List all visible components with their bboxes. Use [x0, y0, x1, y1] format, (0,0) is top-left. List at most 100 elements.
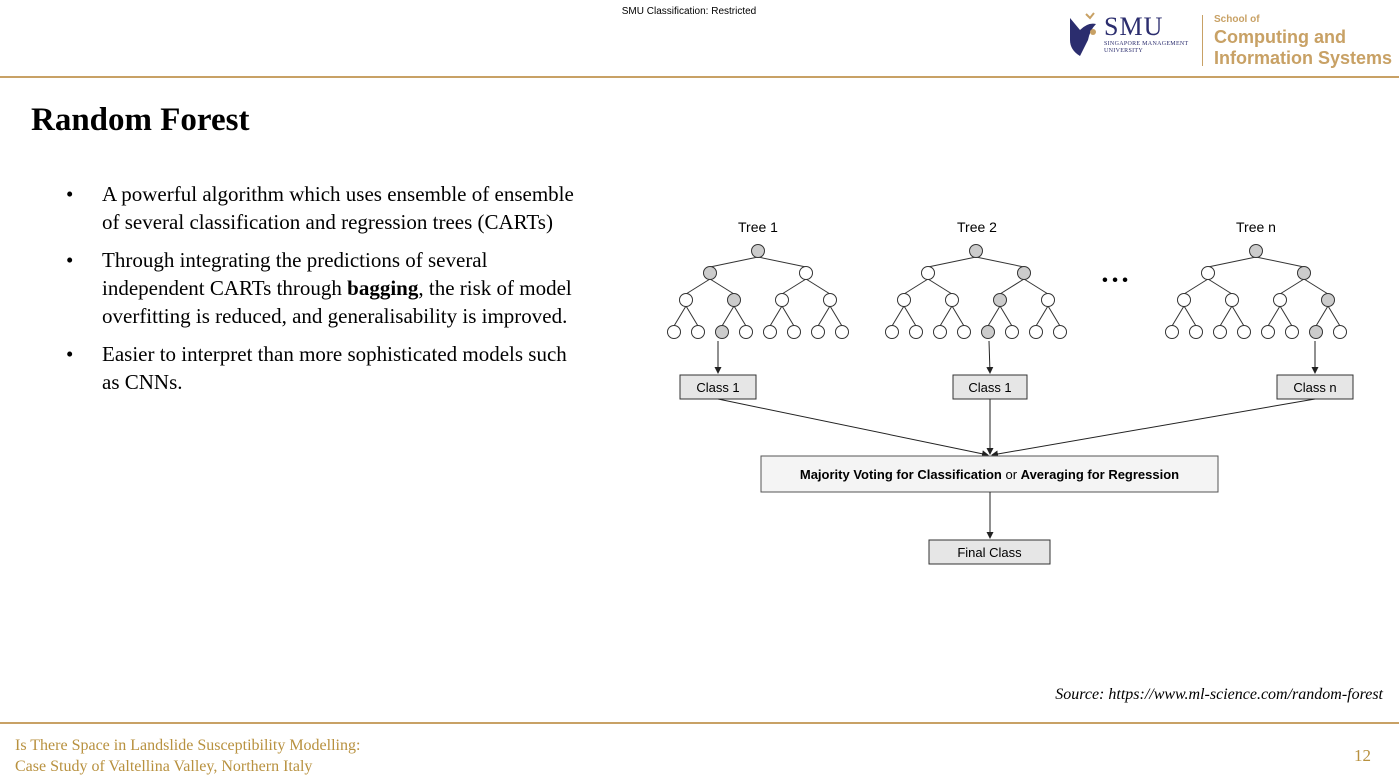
smu-subtitle-line1: SINGAPORE MANAGEMENT: [1104, 41, 1189, 47]
page-number: 12: [1354, 746, 1371, 765]
tree-leaf-node: [739, 325, 753, 339]
tree-leaf-node: [691, 325, 705, 339]
tree-edge: [817, 305, 831, 327]
tree-leaf-node: [1285, 325, 1299, 339]
tree-leaf-node: [885, 325, 899, 339]
tree-edge: [781, 305, 795, 327]
tree-group: [667, 244, 1347, 339]
tree-edge: [927, 256, 977, 268]
bullet-dot: •: [66, 342, 74, 366]
tree-edge: [1047, 305, 1061, 327]
tree-node: [823, 293, 837, 307]
tree-edge: [685, 305, 699, 327]
bullet-text: Easier to interpret than more sophistica…: [102, 342, 567, 394]
tree1-label: Tree 1: [738, 219, 778, 235]
tree-node: [1297, 266, 1311, 280]
tree-leaf-node: [1005, 325, 1019, 339]
final-class-label: Final Class: [957, 545, 1022, 560]
tree-edge: [1035, 305, 1049, 327]
tree-edge: [891, 305, 905, 327]
ellipsis: • • •: [1102, 272, 1128, 289]
bullet-text: A powerful algorithm which uses ensemble…: [102, 182, 574, 234]
footer-title-line2: Case Study of Valtellina Valley, Norther…: [15, 758, 313, 775]
tree-edge: [1207, 278, 1233, 295]
tree-edge: [733, 305, 747, 327]
class2-label: Class 1: [968, 380, 1011, 395]
tree-node: [1321, 293, 1335, 307]
tree-leaf-node: [981, 325, 995, 339]
tree-leaf-node: [811, 325, 825, 339]
bullet-item: • Easier to interpret than more sophisti…: [66, 340, 576, 396]
tree-node: [727, 293, 741, 307]
voting-label-part2: Averaging for Regression: [1021, 467, 1180, 482]
tree-root-node: [969, 244, 983, 258]
bullet-bold-term: bagging: [347, 276, 419, 300]
voting-label: Majority Voting for Classification or Av…: [800, 467, 1179, 482]
classn-label: Class n: [1293, 380, 1336, 395]
tree-leaf-node: [1333, 325, 1347, 339]
tree-edge: [769, 305, 783, 327]
classn-box: [1276, 374, 1354, 400]
tree-root-node: [751, 244, 765, 258]
header-divider: [0, 76, 1399, 78]
tree-leaf-node: [933, 325, 947, 339]
tree-leaf-node: [1213, 325, 1227, 339]
tree-node: [679, 293, 693, 307]
tree-edge: [999, 305, 1013, 327]
tree-edge: [1303, 278, 1329, 295]
tree-node: [1225, 293, 1239, 307]
tree-leaf-node: [909, 325, 923, 339]
smu-subtitle: SINGAPORE MANAGEMENT UNIVERSITY: [1104, 41, 1189, 55]
tree-edge: [1255, 256, 1305, 268]
tree-node: [1273, 293, 1287, 307]
tree-leaf-node: [1189, 325, 1203, 339]
bullet-list: • A powerful algorithm which uses ensemb…: [66, 180, 576, 406]
tree-node: [703, 266, 717, 280]
footer-divider: [0, 722, 1399, 724]
smu-logo: SMU SINGAPORE MANAGEMENT UNIVERSITY Scho…: [1066, 8, 1392, 72]
final-class-box: [928, 539, 1051, 565]
tree-edge: [781, 278, 807, 295]
tree-node: [945, 293, 959, 307]
tree-edge: [1183, 305, 1197, 327]
smu-wordmark: SMU: [1104, 12, 1164, 41]
tree-edge: [1219, 305, 1233, 327]
tree-leaf-node: [957, 325, 971, 339]
treen-label: Tree n: [1236, 219, 1276, 235]
tree-edge: [1183, 278, 1209, 295]
tree-edge: [1171, 305, 1185, 327]
tree-leaf-node: [715, 325, 729, 339]
tree-edge: [927, 278, 953, 295]
tree-node: [775, 293, 789, 307]
bullet-item: • A powerful algorithm which uses ensemb…: [66, 180, 576, 236]
random-forest-diagram: Tree 1 Tree 2 Tree n • • • Class 1 Class…: [667, 219, 1354, 565]
tree-leaf-node: [667, 325, 681, 339]
tree-edge: [951, 305, 965, 327]
tree-edge: [685, 278, 711, 295]
school-name: Computing and Information Systems: [1214, 27, 1392, 69]
tree-edge: [903, 305, 917, 327]
tree-edge: [939, 305, 953, 327]
bullet-text: Through integrating the predictions of s…: [102, 248, 488, 300]
tree-edge: [1327, 305, 1341, 327]
tree-edge: [999, 278, 1025, 295]
voting-box: [760, 455, 1219, 493]
arrow-classn-to-voting: [991, 398, 1316, 458]
arrow-class1-to-voting: [717, 398, 989, 458]
tree-leaf-node: [835, 325, 849, 339]
tree-leaf-node: [1309, 325, 1323, 339]
tree-edge: [805, 278, 831, 295]
tree-node: [1201, 266, 1215, 280]
tree-node: [799, 266, 813, 280]
tree-leaf-node: [1165, 325, 1179, 339]
tree-node: [897, 293, 911, 307]
source-citation: Source: https://www.ml-science.com/rando…: [1055, 686, 1383, 703]
bullet-text-cont: , the risk of model overfitting is reduc…: [102, 276, 572, 328]
voting-label-part1: Majority Voting for Classification: [800, 467, 1002, 482]
tree2-label: Tree 2: [957, 219, 997, 235]
tree-edge: [1279, 305, 1293, 327]
tree-edge: [1207, 256, 1257, 268]
arrow-leaf-to-class2: [986, 340, 994, 374]
classification-label: SMU Classification: Restricted: [621, 6, 757, 17]
smu-subtitle-line2: UNIVERSITY: [1104, 48, 1143, 54]
